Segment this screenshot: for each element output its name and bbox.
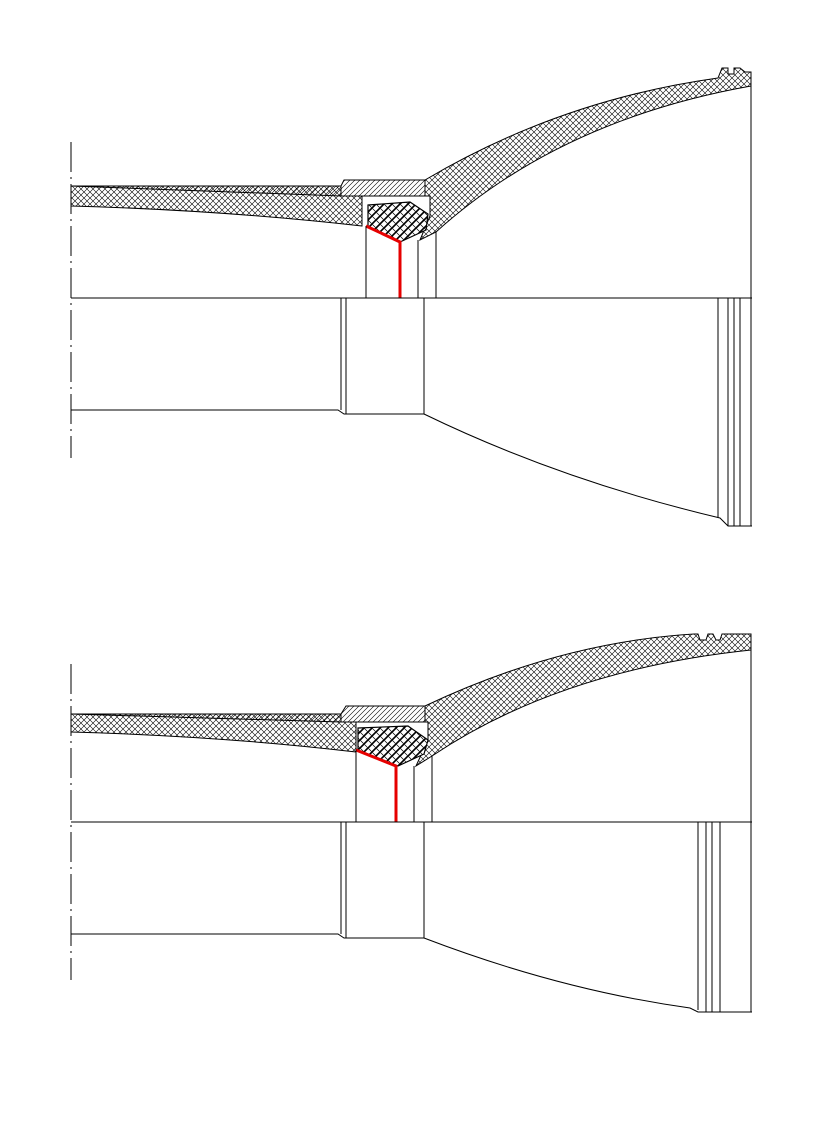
- gasket-section: [367, 201, 429, 243]
- pipe-exterior: [71, 409, 424, 415]
- pipe-wall-section: [70, 185, 363, 227]
- highlight-path: [355, 748, 398, 822]
- socket-body-section: [414, 633, 752, 768]
- highlight-path: [365, 224, 402, 298]
- lower-view: [70, 633, 752, 1013]
- socket-body-section: [419, 67, 752, 242]
- socket-exterior-curve: [423, 413, 752, 527]
- gasket-section: [357, 725, 429, 767]
- upper-view: [70, 67, 752, 527]
- pipe-exterior: [71, 933, 424, 939]
- socket-exterior-curve: [423, 937, 752, 1013]
